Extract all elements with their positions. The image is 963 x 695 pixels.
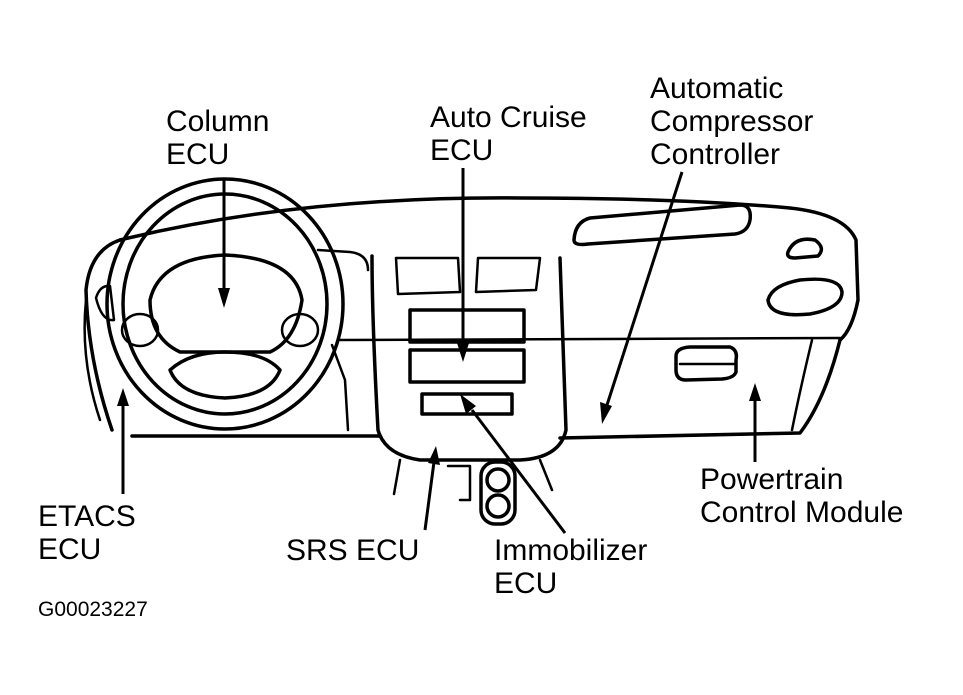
label-line: ECU	[494, 567, 558, 600]
leader-etacs-ecu	[117, 388, 129, 494]
glove-box-handle	[674, 345, 739, 382]
label-column-ecu: Column ECU	[166, 105, 269, 171]
label-line: Auto Cruise	[430, 101, 587, 134]
leader-powertrain-module	[749, 383, 761, 462]
leader-compressor-controller	[600, 171, 684, 424]
label-line: Controller	[650, 138, 781, 171]
leader-srs-ecu	[423, 446, 440, 531]
label-powertrain-module: Powertrain Control Module	[700, 463, 903, 529]
label-compressor-controller: Automatic Compressor Controller	[650, 72, 813, 171]
label-line: Compressor	[650, 105, 814, 138]
label-line: ECU	[38, 533, 102, 566]
label-line: Control Module	[700, 496, 904, 529]
leader-auto-cruise-ecu	[457, 168, 469, 362]
label-immobilizer-ecu: Immobilizer ECU	[494, 534, 647, 600]
label-line: Powertrain	[700, 463, 844, 496]
center-console	[370, 254, 568, 526]
leader-column-ecu	[218, 178, 230, 308]
label-line: Column	[166, 105, 270, 138]
label-line: ECU	[166, 138, 230, 171]
label-line: ETACS	[38, 500, 136, 533]
label-line: Immobilizer	[494, 534, 648, 567]
label-line: SRS ECU	[286, 534, 420, 567]
label-auto-cruise-ecu: Auto Cruise ECU	[430, 101, 587, 167]
label-line: Automatic	[650, 72, 784, 105]
label-etacs-ecu: ETACS ECU	[38, 500, 136, 566]
dashboard-outline	[83, 196, 860, 440]
leader-immobilizer-ecu	[460, 394, 567, 534]
label-line: ECU	[430, 134, 494, 167]
figure-code: G00023227	[38, 598, 148, 621]
label-srs-ecu: SRS ECU	[286, 534, 419, 567]
